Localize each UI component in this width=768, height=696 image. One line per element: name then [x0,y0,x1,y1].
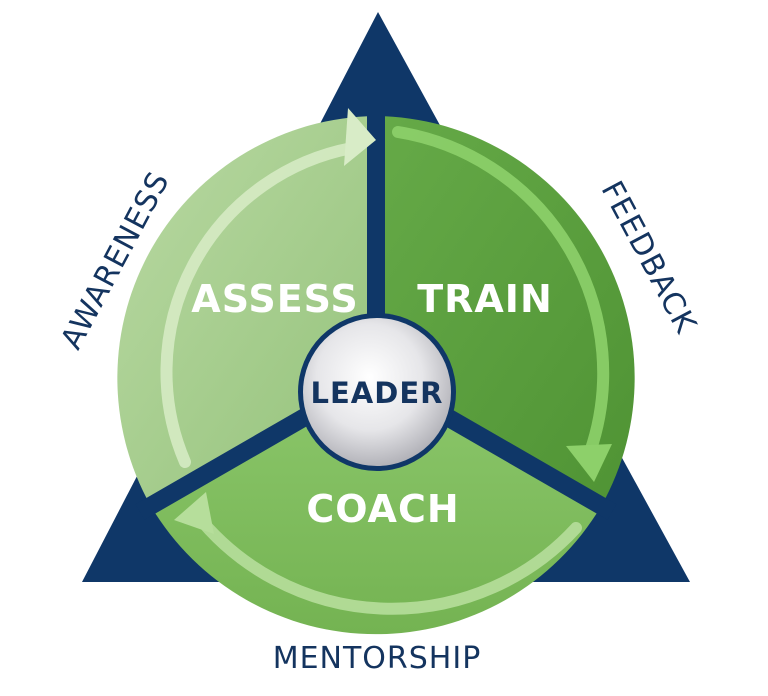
leader-label: LEADER [311,376,444,410]
leader-circle-inner [303,318,451,466]
cycle-arrows [160,126,610,615]
arrowhead-left [174,492,214,534]
train-label: TRAIN [417,277,553,321]
arrowhead-top [344,108,376,166]
arrow-assess-to-train [160,142,358,468]
assess-label: ASSESS [191,277,358,321]
arrowhead-right [566,444,612,482]
arrow-train-to-coach [392,126,610,458]
mentorship-label: MENTORSHIP [273,641,482,676]
arrow-coach-to-assess [190,508,582,615]
coach-label: COACH [306,487,459,531]
